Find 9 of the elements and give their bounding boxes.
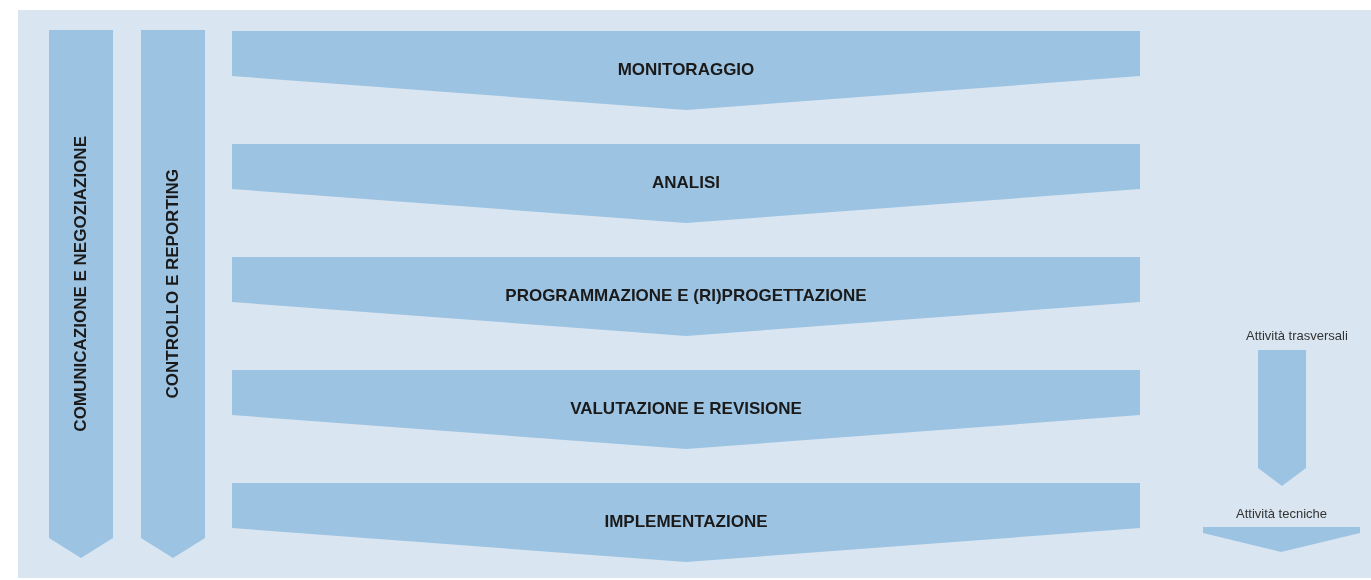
legend-label: Attività tecniche xyxy=(1236,506,1328,521)
legend-label: Attività trasversali xyxy=(1246,328,1348,343)
stage-label: CONTROLLO E REPORTING xyxy=(163,169,183,399)
stage-label: PROGRAMMAZIONE E (RI)PROGETTAZIONE xyxy=(504,286,868,306)
stage-label: COMUNICAZIONE E NEGOZIAZIONE xyxy=(71,136,91,432)
stage-label: IMPLEMENTAZIONE xyxy=(603,512,769,532)
stage-label: VALUTAZIONE E REVISIONE xyxy=(569,399,803,419)
stage-label: MONITORAGGIO xyxy=(616,60,756,80)
stage-label: ANALISI xyxy=(651,173,721,193)
